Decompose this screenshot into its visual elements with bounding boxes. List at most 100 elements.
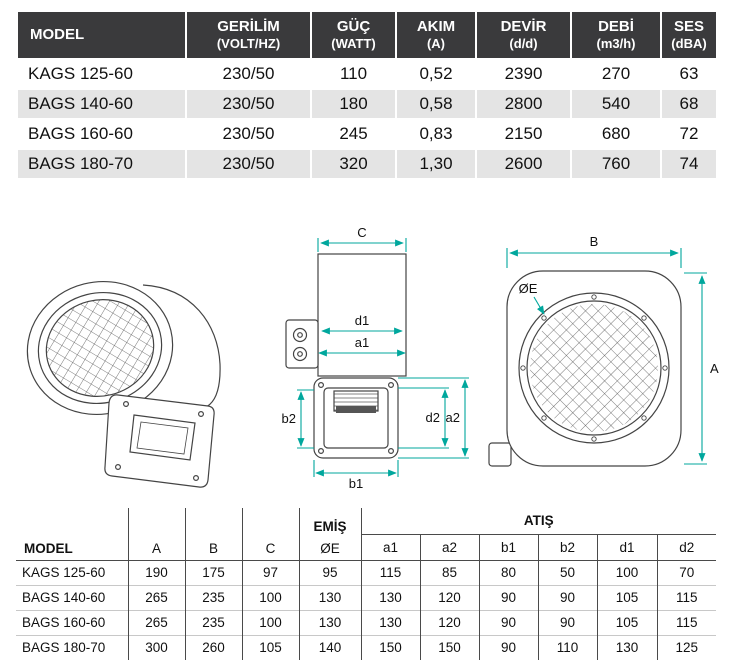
dim-header-a2: a2 (420, 534, 480, 561)
technical-drawings: C d1 a1 b2 d2 a2 b1 (26, 225, 719, 491)
spec-cell: 68 (660, 88, 718, 120)
header-label: MODEL (30, 25, 85, 43)
dim-cell: 130 (597, 634, 658, 660)
dim-cell: 105 (242, 634, 300, 660)
dim-header-row-groups: MODEL A B C EMİŞ ØE ATIŞ (16, 508, 717, 561)
header-sublabel: (d/d) (509, 36, 538, 52)
dim-header-b1: b1 (479, 534, 539, 561)
spec-header-model: MODEL (16, 10, 187, 60)
dim-cell: 90 (479, 634, 539, 660)
spec-cell: 270 (570, 58, 662, 90)
dim-cell: 150 (361, 634, 421, 660)
dim-header-d2: d2 (657, 534, 717, 561)
header-sublabel: (VOLT/HZ) (216, 36, 281, 52)
dim-cell: 265 (128, 584, 186, 610)
dim-cell: 115 (361, 559, 421, 585)
dim-cell: 130 (299, 584, 362, 610)
header-label: AKIM (416, 17, 456, 35)
spec-cell: 0,58 (395, 88, 477, 120)
dim-cell: 175 (185, 559, 243, 585)
header-label: SES (673, 17, 704, 35)
dim-cell-model: KAGS 125-60 (16, 559, 129, 585)
spec-cell: 2800 (475, 88, 572, 120)
spec-header-akim: AKIM(A) (395, 10, 477, 60)
dim-cell-model: BAGS 180-70 (16, 634, 129, 660)
side-view-dimensions (297, 238, 469, 477)
header-sublabel: (dBA) (671, 36, 707, 52)
emis-diameter-label: ØE (320, 540, 340, 556)
dim-cell: 150 (420, 634, 480, 660)
dim-cell: 140 (299, 634, 362, 660)
dim-cell-model: BAGS 140-60 (16, 584, 129, 610)
spec-cell: 245 (310, 118, 397, 150)
dim-row: KAGS 125-60 190 175 97 95 115 85 80 50 1… (16, 559, 717, 585)
header-sublabel: (A) (426, 36, 446, 52)
dim-row: BAGS 140-60 265 235 100 130 130 120 90 9… (16, 584, 717, 610)
dimension-table: MODEL A B C EMİŞ ØE ATIŞ a1 a2 b1 b2 d1 … (16, 508, 717, 660)
dim-cell: 100 (597, 559, 658, 585)
dim-row: BAGS 180-70 300 260 105 140 150 150 90 1… (16, 634, 717, 660)
dim-cell: 115 (657, 584, 717, 610)
dim-cell: 90 (538, 584, 598, 610)
dim-header-b2: b2 (538, 534, 598, 561)
dim-cell: 120 (420, 609, 480, 635)
spec-cell: 230/50 (185, 148, 312, 180)
dim-label-d2: d2 (426, 410, 440, 425)
spec-cell: 180 (310, 88, 397, 120)
dim-label-b2: b2 (282, 411, 296, 426)
dim-cell: 125 (657, 634, 717, 660)
side-view-dimension-labels: C d1 a1 b2 d2 a2 b1 (282, 225, 460, 491)
spec-row: BAGS 180-70 230/50 320 1,30 2600 760 74 (16, 148, 718, 180)
spec-cell-model: KAGS 125-60 (16, 58, 187, 90)
dim-header-model: MODEL (16, 508, 129, 561)
dim-header-c: C (242, 508, 300, 561)
dim-header-atis: ATIŞ (361, 508, 717, 535)
dim-cell: 260 (185, 634, 243, 660)
dim-label-oe: ØE (519, 281, 538, 296)
fan-side-view (285, 253, 407, 459)
dim-cell: 85 (420, 559, 480, 585)
spec-cell: 540 (570, 88, 662, 120)
dim-cell: 90 (479, 609, 539, 635)
spec-cell: 74 (660, 148, 718, 180)
header-sublabel: (m3/h) (596, 36, 636, 52)
spec-header-gerilim: GERİLİM(VOLT/HZ) (185, 10, 312, 60)
dim-cell: 130 (299, 609, 362, 635)
dim-cell: 90 (479, 584, 539, 610)
spec-table: MODEL GERİLİM(VOLT/HZ) GÜÇ(WATT) AKIM(A)… (16, 10, 718, 180)
header-label: GÜÇ (336, 17, 371, 35)
dim-cell: 235 (185, 584, 243, 610)
header-label: DEBİ (598, 17, 634, 35)
dim-cell: 300 (128, 634, 186, 660)
dim-cell: 50 (538, 559, 598, 585)
spec-cell: 230/50 (185, 88, 312, 120)
dim-cell: 115 (657, 609, 717, 635)
spec-header-devir: DEVİR(d/d) (475, 10, 572, 60)
spec-cell: 2600 (475, 148, 572, 180)
dim-row: BAGS 160-60 265 235 100 130 130 120 90 9… (16, 609, 717, 635)
dim-cell: 110 (538, 634, 598, 660)
dim-label-a: A (710, 361, 719, 376)
spec-cell: 1,30 (395, 148, 477, 180)
dim-cell: 70 (657, 559, 717, 585)
spec-cell: 2390 (475, 58, 572, 90)
fan-isometric-view (26, 280, 221, 488)
dim-cell: 80 (479, 559, 539, 585)
spec-header-ses: SES(dBA) (660, 10, 718, 60)
dim-label-a2: a2 (446, 410, 460, 425)
spec-cell: 63 (660, 58, 718, 90)
header-label: DEVİR (500, 17, 547, 35)
dim-label-b1: b1 (349, 476, 363, 491)
emis-group-label: EMİŞ (313, 518, 347, 534)
spec-cell: 0,52 (395, 58, 477, 90)
spec-cell: 320 (310, 148, 397, 180)
spec-cell: 680 (570, 118, 662, 150)
dim-cell: 90 (538, 609, 598, 635)
spec-cell: 230/50 (185, 58, 312, 90)
fan-front-view (488, 270, 682, 467)
header-label: GERİLİM (217, 17, 280, 35)
dim-cell-model: BAGS 160-60 (16, 609, 129, 635)
dim-header-d1: d1 (597, 534, 658, 561)
dim-label-a1: a1 (355, 335, 369, 350)
